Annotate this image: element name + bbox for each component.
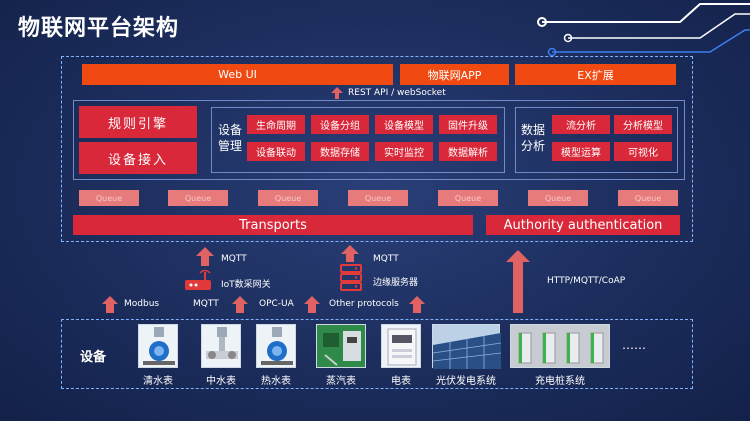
circuit-decoration [537,3,750,57]
edge-server-icon [340,264,362,291]
edge-server-label: 边缘服务器 [373,278,419,288]
device-mgmt-item: 数据解析 [439,142,497,161]
device-label-pv: 光伏发电系统 [436,376,496,387]
modbus-label: Modbus [124,299,160,309]
device-label-steam: 蒸汽表 [326,376,356,387]
other-protocols-label: Other protocols [329,299,399,309]
device-label-hot-water: 热水表 [261,376,291,387]
pv-system-image [432,324,502,369]
rest-api-label: REST API / webSocket [348,88,446,98]
clear-water-meter-image [138,324,178,368]
iot-app-bar: 物联网APP [400,64,509,85]
device-mgmt-frame [211,107,505,173]
queue-block: Queue [168,190,228,206]
device-mgmt-item: 数据存储 [311,142,369,161]
data-analysis-item: 可视化 [614,142,672,161]
devices-label: 设备 [80,350,107,365]
data-analysis-item: 流分析 [552,115,610,134]
rest-arrow-icon [331,87,343,99]
charging-pile-image [510,324,610,368]
opcua-arrow-icon [304,296,320,313]
hot-water-meter-image [256,324,296,368]
edge-mqtt-label: MQTT [373,254,399,264]
queue-block: Queue [618,190,678,206]
gateway-device-icon [185,269,211,290]
more-devices-ellipsis: …… [622,338,646,352]
device-label-electricity: 电表 [391,376,411,387]
reclaimed-water-meter-image [201,324,241,368]
electricity-meter-image [381,324,421,368]
services-frame [73,100,685,180]
gateway-arrow-icon [196,247,214,266]
queue-block: Queue [528,190,588,206]
device-mgmt-item: 实时监控 [375,142,433,161]
modbus-arrow-icon [102,296,118,313]
data-analysis-item: 模型运算 [552,142,610,161]
device-mgmt-item: 设备模型 [375,115,433,134]
mqtt2-label: MQTT [193,299,219,309]
authority-bar: Authority authentication [486,215,680,235]
device-mgmt-label: 设备 管理 [217,123,242,153]
edge-arrow-icon [341,245,359,262]
queue-block: Queue [438,190,498,206]
platform-frame [61,56,693,242]
page-title: 物联网平台架构 [18,16,180,41]
web-ui-bar: Web UI [82,64,393,85]
device-label-charging: 充电桩系统 [535,376,585,387]
data-analysis-label: 数据 分析 [520,123,545,153]
mqtt2-arrow-icon [232,296,248,313]
data-analysis-item: 分析模型 [614,115,672,134]
device-mgmt-item: 生命周期 [247,115,305,134]
queue-block: Queue [258,190,318,206]
device-access-block: 设备接入 [79,142,197,174]
device-frame [61,319,693,389]
gateway-label: IoT数采网关 [221,280,271,290]
device-mgmt-item: 设备分组 [311,115,369,134]
device-mgmt-item: 固件升级 [439,115,497,134]
http-arrow-icon [506,250,530,313]
gateway-mqtt-label: MQTT [221,254,247,264]
device-label-clear-water: 清水表 [143,376,173,387]
http-mqtt-coap-label: HTTP/MQTT/CoAP [547,276,626,286]
rule-engine-block: 规则引擎 [79,106,197,138]
ex-extension-bar: EX扩展 [515,64,676,85]
queue-block: Queue [348,190,408,206]
device-mgmt-item: 设备联动 [247,142,305,161]
other-arrow-icon [409,296,425,313]
queue-block: Queue [79,190,139,206]
transports-bar: Transports [73,215,473,235]
data-analysis-frame [515,107,678,173]
device-label-reclaimed-water: 中水表 [206,376,236,387]
steam-meter-image [316,324,366,368]
opcua-label: OPC-UA [259,299,294,309]
